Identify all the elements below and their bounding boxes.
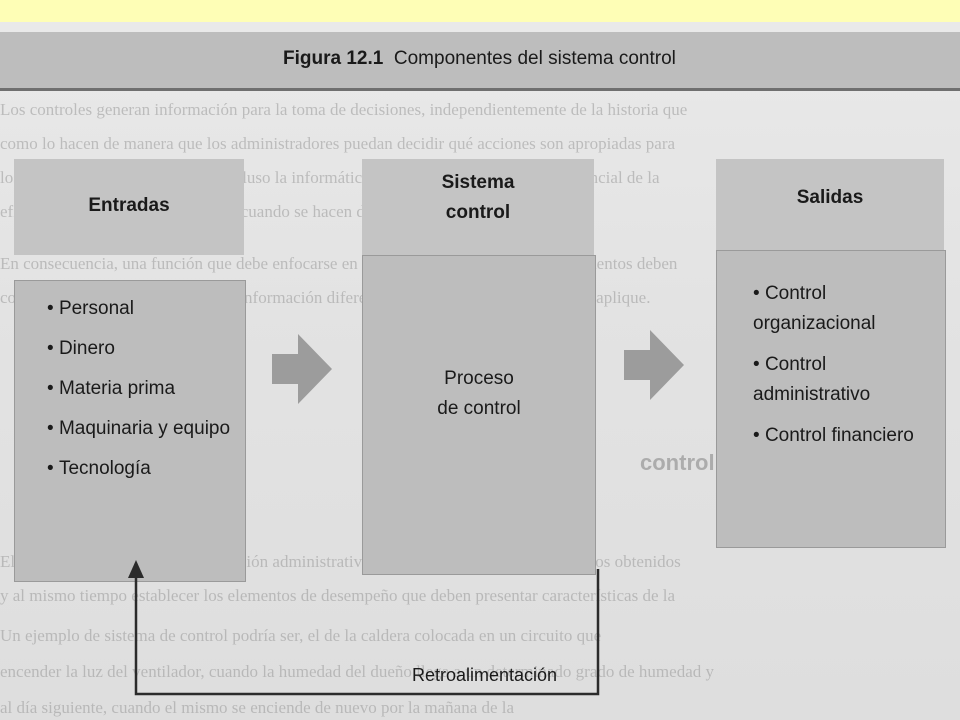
list-item: Materia prima (47, 369, 230, 409)
list-item: Dinero (47, 329, 230, 369)
entradas-list: Personal Dinero Materia prima Maquinaria… (47, 289, 230, 489)
bg-text-line: encender la luz del ventilador, cuando l… (0, 662, 714, 681)
list-item: Personal (47, 289, 230, 329)
salidas-header: Salidas (796, 187, 864, 208)
list-item: Control organizacional (753, 279, 933, 339)
bg-text-line: Los controles generan información para l… (0, 100, 688, 119)
sistema-box: Proceso de control (362, 255, 596, 575)
right-arrow-icon (624, 330, 684, 400)
entradas-box: Personal Dinero Materia prima Maquinaria… (14, 280, 246, 582)
figure-title-bar: Figura 12.1 Componentes del sistema cont… (0, 32, 960, 91)
right-arrow-icon (272, 334, 332, 404)
bg-text-line: como lo hacen de manera que los administ… (0, 134, 676, 153)
feedback-loop-line (128, 560, 600, 696)
entradas-header: Entradas (88, 195, 170, 216)
scanned-page: Los controles generan información para l… (0, 22, 960, 720)
process-label-line2: de control (437, 398, 521, 419)
feedback-label: Retroalimentación (412, 665, 558, 685)
list-item: Maquinaria y equipo (47, 409, 230, 449)
sistema-header-box: Sistema control (362, 159, 594, 255)
list-item: Tecnología (47, 449, 230, 489)
list-item: Control financiero (753, 421, 933, 451)
sistema-header-line2: control (445, 202, 511, 223)
list-item: Control administrativo (753, 350, 933, 410)
figure-caption: Componentes del sistema control (393, 48, 676, 69)
bg-text-line: y al mismo tiempo establecer los element… (0, 586, 676, 605)
bg-text-line: al día siguiente, cuando el mismo se enc… (0, 698, 515, 717)
salidas-header-box: Salidas (716, 159, 944, 255)
salidas-list: Control organizacional Control administr… (753, 279, 933, 462)
entradas-header-box: Entradas (14, 159, 244, 255)
figure-title: Figura 12.1 Componentes del sistema cont… (283, 48, 676, 70)
salidas-box: Control organizacional Control administr… (716, 250, 946, 548)
bg-text-line: Un ejemplo de sistema de control podría … (0, 626, 602, 645)
sistema-header-line1: Sistema (441, 172, 515, 193)
up-arrow-icon (128, 560, 144, 578)
figure-number: Figura 12.1 (283, 48, 384, 69)
process-label-line1: Proceso (444, 368, 514, 389)
